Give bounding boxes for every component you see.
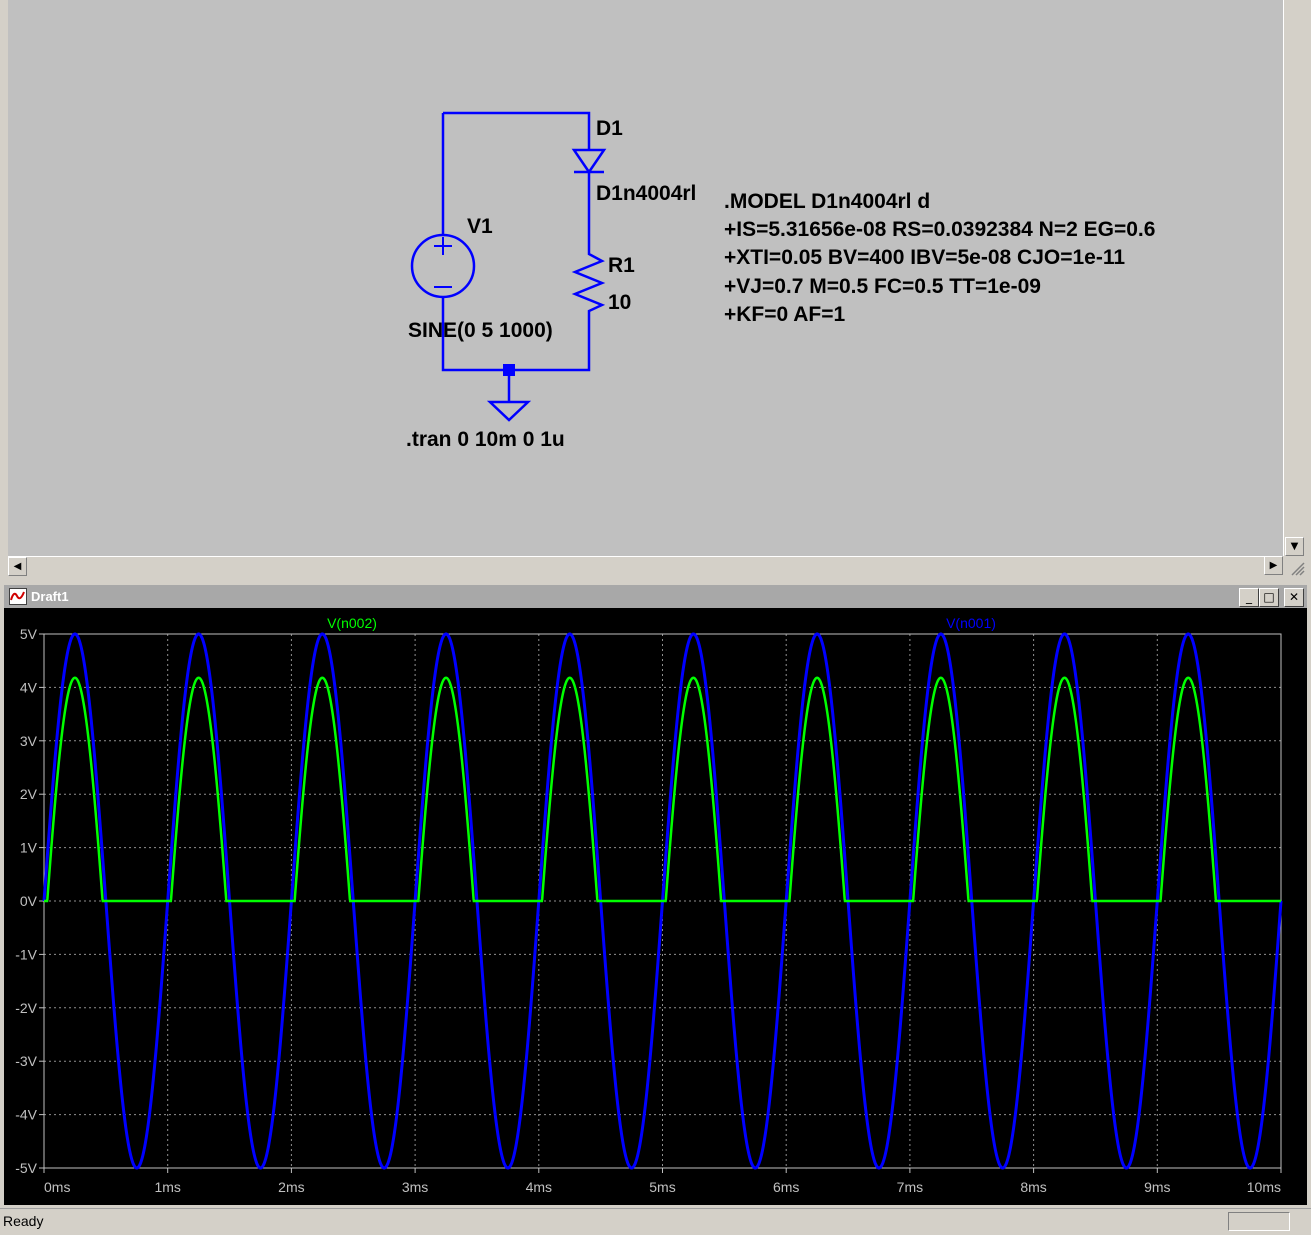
y-tick-label: -1V [15, 946, 37, 962]
r1-label[interactable]: R1 [608, 254, 635, 277]
y-tick-label: 2V [20, 786, 38, 802]
scroll-left-icon[interactable]: ◀ [8, 557, 27, 576]
x-tick-label: 2ms [278, 1179, 304, 1195]
junction-dot [503, 364, 515, 376]
trace-v-n002 [44, 676, 1281, 903]
y-tick-label: -4V [15, 1107, 37, 1123]
status-panel [1228, 1212, 1290, 1231]
scroll-right-icon[interactable]: ▶ [1264, 556, 1283, 575]
d1-model[interactable]: D1n4004rl [596, 182, 697, 205]
resistor-r1-symbol [571, 250, 606, 314]
close-button[interactable]: ✕ [1284, 588, 1304, 607]
plot-window-title: Draft1 [31, 589, 69, 604]
status-text: Ready [3, 1213, 44, 1229]
model-line-4[interactable]: +VJ=0.7 M=0.5 FC=0.5 TT=1e-09 [724, 275, 1041, 298]
waveform-plot[interactable]: 5V 4V 3V 2V 1V 0V -1V -2V -3V -4V -5V 0ms 1ms 2ms 3ms 4… [4, 608, 1307, 1205]
y-tick-label: 3V [20, 733, 38, 749]
legend-v-n002: V(n002) [327, 615, 377, 631]
tran-directive[interactable]: .tran 0 10m 0 1u [406, 428, 565, 451]
waveform-icon [9, 588, 27, 605]
x-tick-label: 4ms [526, 1179, 552, 1195]
schematic-vertical-scrollbar[interactable]: ▼ [1283, 0, 1305, 556]
y-tick-label: 5V [20, 626, 38, 642]
wire-top [443, 111, 591, 150]
wire-bottom [441, 296, 591, 372]
model-line-2[interactable]: +IS=5.31656e-08 RS=0.0392384 N=2 EG=0.6 [724, 218, 1156, 241]
y-tick-label: 4V [20, 679, 38, 695]
minimize-button[interactable]: _ [1239, 588, 1259, 607]
schematic-canvas[interactable]: V1 SINE(0 5 1000) D1 D1n4004rl R1 10 .MO… [8, 0, 1283, 556]
schematic-horizontal-scrollbar[interactable]: ◀ [8, 556, 1283, 577]
ground-symbol [486, 400, 532, 422]
scroll-down-icon[interactable]: ▼ [1285, 537, 1304, 556]
model-line-3[interactable]: +XTI=0.05 BV=400 IBV=5e-08 CJO=1e-11 [724, 246, 1126, 269]
d1-label[interactable]: D1 [596, 117, 623, 140]
y-tick-label: -3V [15, 1053, 37, 1069]
v1-value[interactable]: SINE(0 5 1000) [408, 319, 553, 342]
plot-background [4, 608, 1307, 1205]
y-tick-label: 1V [20, 840, 38, 856]
y-tick-label: -5V [15, 1160, 37, 1176]
x-tick-label: 1ms [154, 1179, 180, 1195]
schematic-pane: V1 SINE(0 5 1000) D1 D1n4004rl R1 10 .MO… [0, 0, 1311, 578]
x-tick-label: 9ms [1144, 1179, 1170, 1195]
y-tick-label: -2V [15, 1000, 37, 1016]
status-bar: Ready [0, 1208, 1311, 1235]
x-tick-label: 3ms [402, 1179, 428, 1195]
model-line-1[interactable]: .MODEL D1n4004rl d [724, 190, 931, 213]
x-tick-label: 7ms [897, 1179, 923, 1195]
x-tick-label: 10ms [1247, 1179, 1281, 1195]
plot-titlebar[interactable]: Draft1 _ □ ✕ [4, 585, 1307, 608]
maximize-button[interactable]: □ [1259, 588, 1279, 607]
r1-value[interactable]: 10 [608, 291, 632, 314]
size-grip-icon[interactable] [1288, 560, 1306, 576]
voltage-source-symbol [410, 233, 476, 299]
y-tick-label: 0V [20, 893, 38, 909]
diode-d1-symbol [571, 148, 607, 175]
x-tick-label: 8ms [1020, 1179, 1046, 1195]
x-tick-label: 5ms [649, 1179, 675, 1195]
legend-v-n001: V(n001) [946, 615, 996, 631]
model-line-5[interactable]: +KF=0 AF=1 [724, 303, 846, 326]
x-tick-label: 6ms [773, 1179, 799, 1195]
v1-label[interactable]: V1 [467, 215, 493, 238]
plot-window: Draft1 _ □ ✕ 5V 4V 3V 2V 1V 0V -1V -2V -3V -4V -5V… [4, 585, 1307, 1205]
x-tick-label: 0ms [44, 1179, 70, 1195]
